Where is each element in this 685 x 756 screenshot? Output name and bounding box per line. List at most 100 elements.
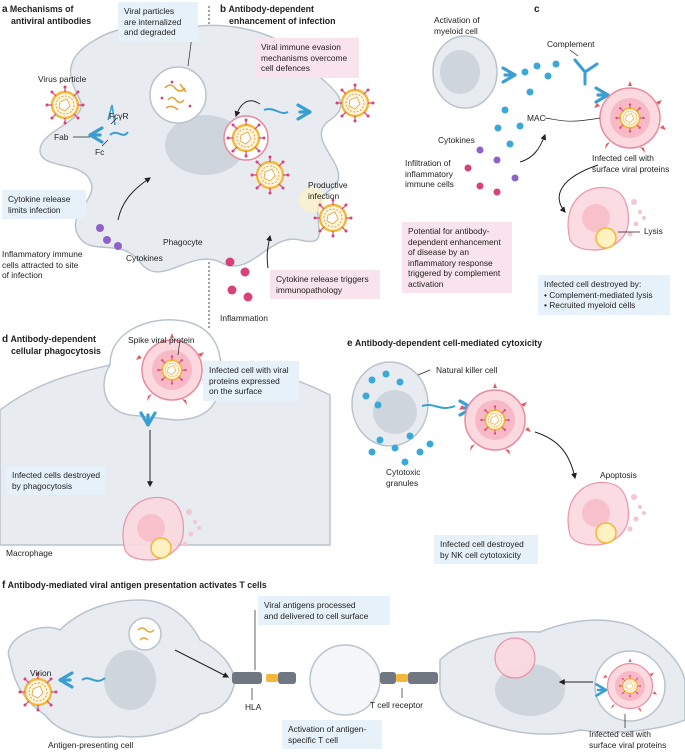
nk-destroyed-line1: Infected cell destroyed (440, 539, 524, 549)
processed-line2: and delivered to cell surface (264, 610, 369, 621)
trigger-box: Cytokine release triggers immunopatholog… (270, 270, 380, 299)
tcell-activation-line1: Activation of antigen- (288, 724, 367, 734)
virion-label: Virion (30, 668, 52, 678)
infected-text-f: Infected cell with surface viral protein… (589, 729, 666, 750)
fab-label: Fab (54, 132, 69, 142)
inflammatory-line3: of infection (2, 270, 43, 280)
nk-label: Natural killer cell (436, 365, 498, 375)
cytokine-limit-box: Cytokine release limits infection (2, 190, 86, 219)
potential-line4: inflammatory response (408, 257, 493, 268)
evasion-box: Viral immune evasion mechanisms overcome… (255, 38, 359, 78)
internalized-box: Viral particles are internalized and deg… (118, 2, 198, 42)
potential-box: Potential for antibody- dependent enhanc… (402, 222, 512, 293)
granules-line1: Cytotoxic (386, 467, 421, 477)
evasion-line1: Viral immune evasion (261, 42, 341, 52)
infiltration-line3: immune cells (405, 179, 454, 189)
infected-c-line1: Infected cell with (592, 153, 654, 163)
fc-label: Fc (95, 147, 105, 157)
destroyed-c-line1: Infected cell destroyed by: (544, 279, 642, 289)
cytokines-label-c: Cytokines (438, 135, 475, 145)
cytokine-limit-line2: limits infection (8, 204, 61, 215)
infiltration-text: Infiltration of inflammatory immune cell… (405, 158, 454, 190)
nk-destroyed-line2: by NK cell cytotoxicity (440, 549, 521, 560)
hla-label: HLA (245, 702, 262, 712)
potential-line3: of disease by an (408, 247, 469, 257)
tcr-label: T cell receptor (370, 700, 423, 710)
phagocytosis-line2: by phagocytosis (12, 480, 73, 491)
panel-f-heading: f Antibody-mediated viral antigen presen… (2, 580, 267, 592)
phagocytosis-box: Infected cells destroyed by phagocytosis (6, 466, 106, 495)
nk-destroyed-box: Infected cell destroyed by NK cell cytot… (434, 535, 538, 564)
panel-a-heading-line1: Mechanisms of (9, 4, 74, 14)
activation-text: Activation of myeloid cell (434, 15, 480, 36)
panel-c-letter: c (534, 4, 540, 15)
lysis-label: Lysis (644, 226, 663, 236)
panel-e-letter: e (347, 338, 353, 349)
granules-text: Cytotoxic granules (386, 467, 420, 488)
apoptosis-label: Apoptosis (600, 470, 637, 480)
panel-d-heading-line1: Antibody-dependent (10, 334, 96, 344)
expressed-line3: on the surface (209, 386, 263, 396)
expressed-line2: proteins expressed (209, 375, 280, 386)
infected-f-line2: surface viral proteins (589, 739, 667, 750)
phagocytosis-line1: Infected cells destroyed (12, 470, 100, 480)
panel-b-heading-line1: Antibody-dependent (228, 4, 314, 14)
inflammation-label: Inflammation (220, 313, 268, 323)
productive-line2: infection (308, 190, 340, 201)
potential-line6: activation (408, 278, 444, 289)
spike-label: Spike viral protein (128, 335, 195, 345)
virus-particle-label: Virus particle (38, 74, 87, 84)
cytokines-label-a: Cytokines (126, 253, 163, 263)
destroyed-c-line3: • Recruited myeloid cells (544, 300, 636, 310)
potential-line1: Potential for antibody- (408, 226, 490, 236)
infected-text-c: Infected cell with surface viral protein… (592, 153, 669, 174)
trigger-line1: Cytokine release triggers (276, 274, 369, 284)
internalized-line2: are internalized (124, 16, 182, 27)
evasion-line2: mechanisms overcome (261, 52, 348, 63)
expressed-box: Infected cell with viral proteins expres… (203, 361, 299, 401)
inflammatory-line1: Inflammatory immune (2, 249, 83, 259)
inflammatory-text: Inflammatory immune cells attracted to s… (2, 249, 83, 281)
panel-e-heading-text: Antibody-dependent cell-mediated cytoxic… (354, 338, 543, 348)
infiltration-line2: inflammatory (405, 168, 453, 179)
internalized-line1: Viral particles (124, 6, 175, 16)
panel-e-heading: e Antibody-dependent cell-mediated cytox… (347, 338, 542, 350)
macrophage-label: Macrophage (6, 548, 53, 558)
activation-line2: myeloid cell (434, 25, 478, 36)
apc-label: Antigen-presenting cell (48, 740, 134, 750)
panel-b-heading-line2: enhancement of infection (229, 15, 336, 26)
panel-c-letter-wrap: c (534, 4, 540, 16)
processed-box: Viral antigens processed and delivered t… (258, 596, 390, 625)
panel-f-letter: f (2, 580, 6, 591)
phagocyte-label: Phagocyte (163, 237, 203, 247)
expressed-line1: Infected cell with viral (209, 365, 289, 375)
potential-line2: dependent enhancement (408, 236, 501, 247)
tcell-activation-box: Activation of antigen- specific T cell (282, 720, 382, 749)
productive-text: Productive infection (308, 180, 348, 201)
processed-line1: Viral antigens processed (264, 600, 356, 610)
granules-line2: granules (386, 477, 419, 488)
activation-line1: Activation of (434, 15, 480, 25)
panel-a-heading-line2: antiviral antibodies (11, 15, 92, 26)
tcell-activation-line2: specific T cell (288, 734, 338, 745)
internalized-line3: and degraded (124, 27, 176, 37)
evasion-line3: cell defences (261, 63, 310, 73)
panel-d-heading-line2: cellular phagocytosis (11, 345, 101, 356)
complement-label: Complement (547, 39, 595, 49)
panel-f-heading-text: Antibody-mediated viral antigen presenta… (7, 580, 267, 590)
panel-a-letter: a (2, 4, 8, 15)
trigger-line2: immunopathology (276, 284, 343, 295)
panel-b-letter: b (220, 4, 227, 15)
fcgr-label: FcγR (109, 111, 129, 121)
destroyed-c-line2: • Complement-mediated lysis (544, 289, 653, 300)
productive-line1: Productive (308, 180, 348, 190)
destroyed-box-c: Infected cell destroyed by: • Complement… (538, 275, 670, 315)
potential-line5: triggered by complement (408, 268, 501, 278)
mac-label: MAC (527, 113, 546, 123)
infected-f-line1: Infected cell with (589, 729, 651, 739)
